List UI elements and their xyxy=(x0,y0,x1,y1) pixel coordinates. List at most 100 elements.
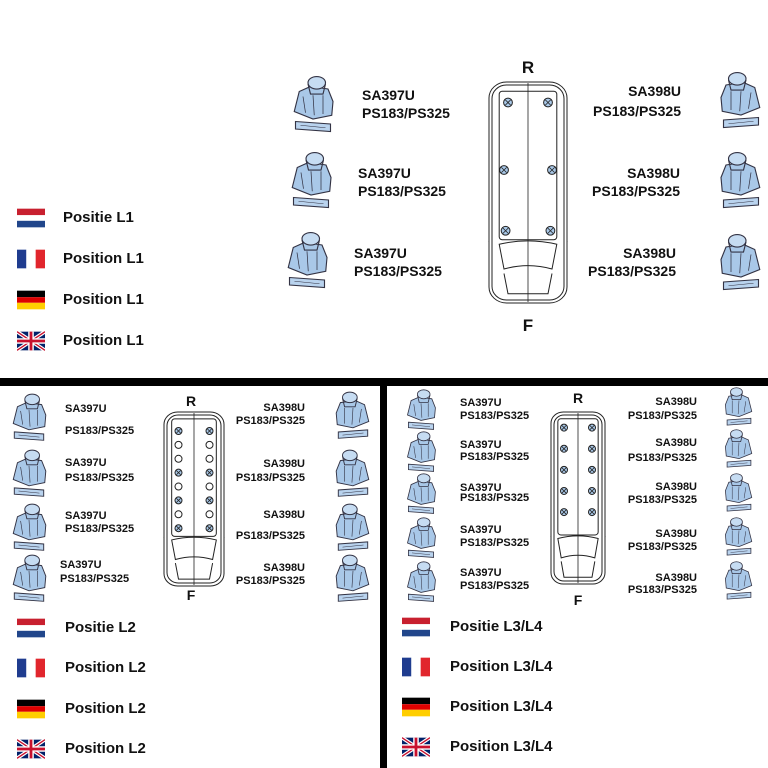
right-foot-code: SA398U xyxy=(628,83,681,99)
mount-point-empty xyxy=(174,454,183,463)
legend-label: Position L3/L4 xyxy=(450,698,553,715)
legend-label: Position L1 xyxy=(63,291,144,308)
right-foot-code: SA398U xyxy=(263,509,305,521)
roof-foot-icon xyxy=(403,472,439,517)
roof-foot-icon xyxy=(403,430,439,475)
vertical-divider xyxy=(380,378,387,768)
mount-point-used xyxy=(174,468,183,477)
left-pad-code: PS183/PS325 xyxy=(460,492,530,504)
mount-point-used xyxy=(588,423,596,432)
legend-label: Positie L1 xyxy=(63,209,134,226)
right-foot-code: SA398U xyxy=(627,165,680,181)
mount-point-empty xyxy=(205,482,214,491)
roof-foot-icon xyxy=(8,553,50,606)
right-pad-code: PS183/PS325 xyxy=(627,494,697,506)
left-foot-code: SA397U xyxy=(65,510,107,522)
roof-foot-icon xyxy=(286,150,336,213)
right-pad-code: PS183/PS325 xyxy=(627,541,697,553)
roof-foot-icon xyxy=(332,553,374,606)
roof-foot-icon xyxy=(403,388,439,433)
mount-point-used xyxy=(547,165,557,175)
roof-foot-icon xyxy=(8,502,50,555)
mount-point-empty xyxy=(205,440,214,449)
nl-icon xyxy=(17,208,45,228)
rear-label: R xyxy=(572,390,584,406)
legend-label: Position L2 xyxy=(65,659,146,676)
right-pad-code: PS183/PS325 xyxy=(627,452,697,464)
roof-foot-icon xyxy=(403,516,439,561)
roof-foot-icon xyxy=(722,516,756,559)
right-pad-code: PS183/PS325 xyxy=(235,472,305,484)
mount-point-used xyxy=(500,225,511,236)
roof-foot-icon xyxy=(332,448,374,501)
legend-label: Position L3/L4 xyxy=(450,738,553,755)
roof-foot-icon xyxy=(288,74,338,137)
right-pad-code: PS183/PS325 xyxy=(627,584,697,596)
mount-point-used xyxy=(588,444,596,453)
roof-foot-icon xyxy=(716,150,766,213)
front-label: F xyxy=(573,592,583,608)
roof-foot-icon xyxy=(403,560,439,605)
left-foot-code: SA397U xyxy=(460,397,502,409)
mount-point-empty xyxy=(174,440,183,449)
front-label: F xyxy=(186,587,196,603)
left-foot-code: SA397U xyxy=(460,439,502,451)
roof-foot-icon xyxy=(722,472,756,515)
right-pad-code: PS183/PS325 xyxy=(627,410,697,422)
van-top-view xyxy=(157,410,231,588)
right-foot-code: SA398U xyxy=(263,458,305,470)
left-pad-code: PS183/PS325 xyxy=(362,105,450,121)
left-pad-code: PS183/PS325 xyxy=(460,580,530,592)
left-foot-code: SA397U xyxy=(65,457,107,469)
mount-point-empty xyxy=(205,454,214,463)
left-pad-code: PS183/PS325 xyxy=(358,183,446,199)
roof-foot-icon xyxy=(8,448,50,501)
roof-foot-icon xyxy=(722,428,756,471)
mount-point-used xyxy=(588,486,596,495)
rear-label: R xyxy=(185,393,197,409)
mount-point-used xyxy=(560,486,568,495)
nl-icon xyxy=(402,617,430,637)
mount-point-empty xyxy=(205,510,214,519)
mount-point-used xyxy=(545,225,556,236)
right-foot-code: SA398U xyxy=(655,572,697,584)
rear-label: R xyxy=(521,58,535,77)
left-pad-code: PS183/PS325 xyxy=(354,263,442,279)
left-foot-code: SA397U xyxy=(460,524,502,536)
fr-icon xyxy=(402,657,430,677)
right-foot-code: SA398U xyxy=(655,437,697,449)
right-pad-code: PS183/PS325 xyxy=(593,103,681,119)
mount-point-used xyxy=(174,524,183,533)
left-foot-code: SA397U xyxy=(354,245,407,261)
roof-foot-icon xyxy=(332,502,374,555)
left-foot-code: SA397U xyxy=(358,165,411,181)
mount-point-used xyxy=(560,423,568,432)
left-pad-code: PS183/PS325 xyxy=(460,451,530,463)
roof-foot-icon xyxy=(282,230,332,293)
left-pad-code: PS183/PS325 xyxy=(60,573,130,585)
left-foot-code: SA397U xyxy=(362,87,415,103)
van-top-view xyxy=(482,80,574,305)
left-pad-code: PS183/PS325 xyxy=(65,472,135,484)
legend-label: Positie L3/L4 xyxy=(450,618,543,635)
mount-point-used xyxy=(560,444,568,453)
legend-label: Position L2 xyxy=(65,740,146,757)
left-foot-code: SA397U xyxy=(60,559,102,571)
legend-label: Position L1 xyxy=(63,332,144,349)
right-foot-code: SA398U xyxy=(655,528,697,540)
mount-point-used xyxy=(205,524,214,533)
right-foot-code: SA398U xyxy=(655,396,697,408)
left-pad-code: PS183/PS325 xyxy=(65,425,135,437)
right-pad-code: PS183/PS325 xyxy=(592,183,680,199)
right-foot-code: SA398U xyxy=(623,245,676,261)
de-icon xyxy=(17,290,45,310)
right-foot-code: SA398U xyxy=(655,481,697,493)
uk-icon xyxy=(15,330,47,352)
front-label: F xyxy=(522,316,534,335)
roof-foot-icon xyxy=(722,386,756,429)
mount-point-empty xyxy=(174,510,183,519)
nl-icon xyxy=(17,618,45,638)
fr-icon xyxy=(17,658,45,678)
left-pad-code: PS183/PS325 xyxy=(460,537,530,549)
left-foot-code: SA397U xyxy=(460,482,502,494)
